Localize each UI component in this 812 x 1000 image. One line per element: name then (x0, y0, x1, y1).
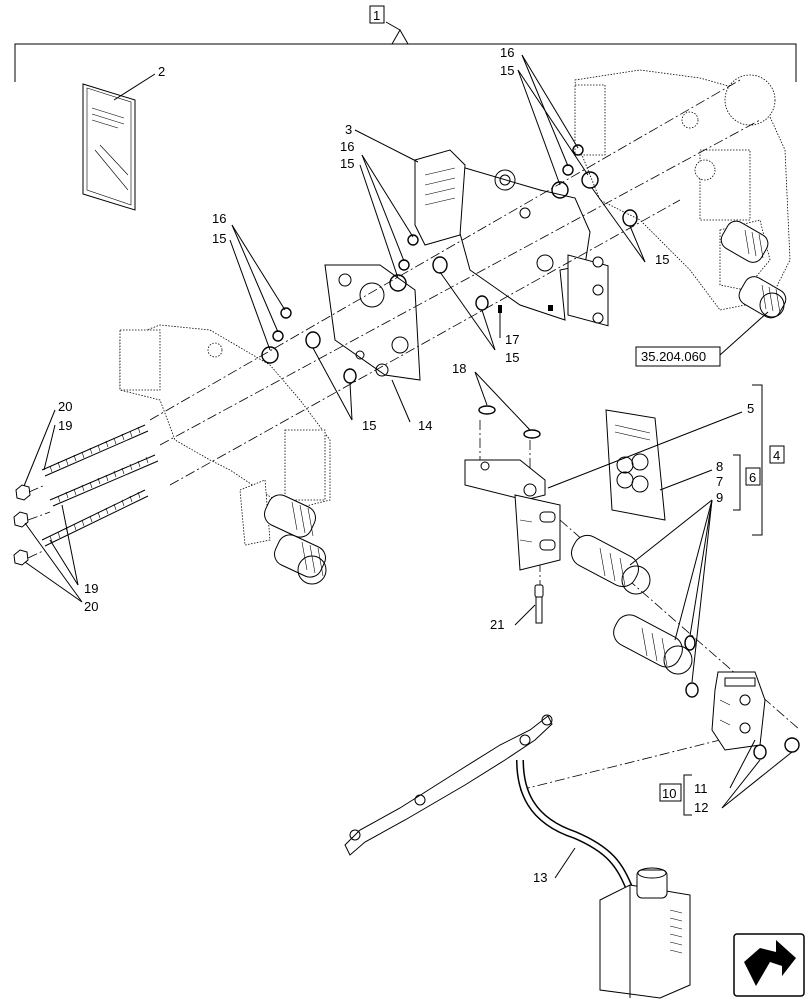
callout-16-a: 16 (500, 45, 514, 60)
next-page-arrow-icon[interactable] (733, 933, 805, 997)
callout-8: 8 (716, 459, 723, 474)
instruction-booklet (82, 83, 136, 211)
callout-3: 3 (345, 122, 352, 137)
callout-19-b: 19 (84, 581, 98, 596)
callout-2: 2 (158, 64, 165, 79)
callout-15-c: 15 (655, 252, 669, 267)
callout-20-b: 20 (84, 599, 98, 614)
callout-17: 17 (505, 332, 519, 347)
callout-10-box[interactable]: 10 (659, 783, 682, 802)
rear-coupler-upper (720, 220, 769, 263)
callout-4: 4 (773, 448, 780, 463)
hex-nut-1 (15, 484, 31, 501)
return-hose (516, 759, 634, 892)
callout-12: 12 (694, 800, 708, 815)
callout-4-box[interactable]: 4 (769, 445, 785, 464)
callout-1: 1 (373, 8, 380, 23)
callout-15-f: 15 (362, 418, 376, 433)
gasket-plate (324, 264, 421, 381)
callout-16-b: 16 (340, 139, 354, 154)
callout-21: 21 (490, 617, 504, 632)
hex-nut-2 (13, 511, 29, 528)
seal-kit-bag (605, 409, 666, 521)
cap-screw (534, 584, 544, 624)
callout-18: 18 (452, 361, 466, 376)
coupler-block (711, 671, 766, 751)
tie-rod-3 (41, 489, 149, 547)
reference-label: 35.204.060 (641, 349, 706, 364)
callout-5: 5 (747, 401, 754, 416)
callout-labels: 3 16 15 16 15 15 16 15 17 15 15 14 18 5 … (58, 45, 754, 885)
callout-9: 9 (716, 490, 723, 505)
tie-rod-2 (49, 454, 159, 507)
rear-coupler-lower (738, 276, 787, 319)
adapter-block (464, 459, 561, 571)
callout-11: 11 (694, 781, 708, 796)
assembly-bracket (14, 21, 797, 82)
front-coupler-lower (274, 534, 327, 585)
callout-16-c: 16 (212, 211, 226, 226)
tie-rod-1 (41, 424, 149, 477)
reference-box[interactable]: 35.204.060 (635, 346, 721, 367)
fluid-reservoir (599, 867, 691, 999)
hose-bracket (344, 714, 553, 856)
callout-15-b: 15 (340, 156, 354, 171)
callout-6: 6 (749, 470, 756, 485)
callout-20-a: 20 (58, 399, 72, 414)
valve-section-center (414, 149, 609, 327)
callout-15-a: 15 (500, 63, 514, 78)
callout-15-e: 15 (505, 350, 519, 365)
valve-section-front (119, 324, 331, 546)
front-coupler-upper (264, 494, 316, 538)
hex-nut-3 (13, 549, 29, 566)
quick-coupler-2 (613, 614, 693, 675)
group-brackets (683, 384, 763, 816)
callout-15-d: 15 (212, 231, 226, 246)
callout-6-box[interactable]: 6 (745, 467, 761, 486)
quick-coupler-1 (571, 534, 651, 595)
callout-1-box[interactable]: 1 (369, 5, 385, 24)
callout-7: 7 (716, 474, 723, 489)
callout-14: 14 (418, 418, 432, 433)
callout-13: 13 (533, 870, 547, 885)
leader-lines (23, 54, 793, 879)
callout-19-a: 19 (58, 418, 72, 433)
callout-10: 10 (662, 786, 676, 801)
